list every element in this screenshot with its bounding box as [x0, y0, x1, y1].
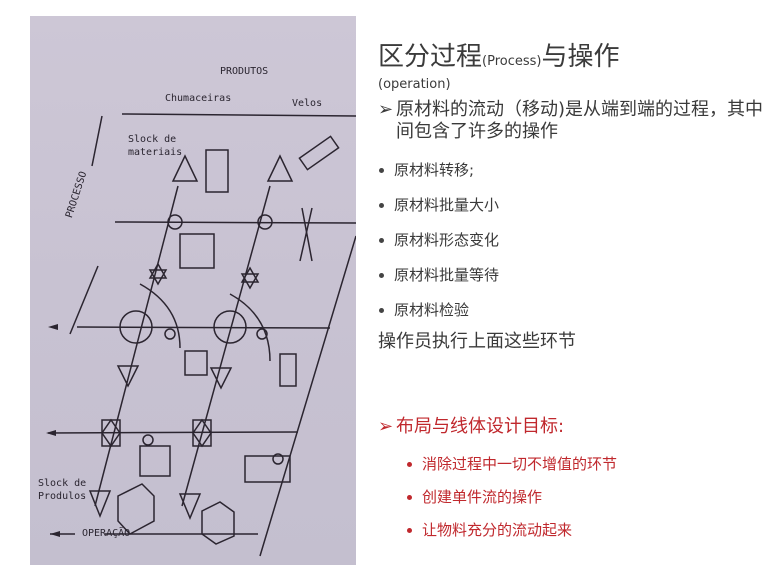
- bullet-dot-icon: [379, 308, 384, 313]
- title-operation-en: (operation): [378, 77, 451, 92]
- material-flow-bullets: 原材料转移; 原材料批量大小 原材料形态变化 原材料批量等待 原材料检验: [378, 153, 768, 328]
- figure-operation-axis-label: OPERAÇÃO: [82, 528, 131, 539]
- list-item-text: 原材料转移;: [394, 161, 475, 179]
- figure-stock-products-line1: Slock de: [38, 478, 87, 489]
- title-process-en: (Process): [482, 54, 542, 69]
- design-goals-list: 消除过程中一切不增值的环节 创建单件流的操作 让物料充分的流动起来: [406, 448, 768, 547]
- arrow-bullet-icon: ➢: [378, 416, 394, 437]
- list-item: 原材料批量等待: [378, 258, 768, 293]
- list-item: 原材料检验: [378, 293, 768, 328]
- figure-column-chumaceiras: Chumaceiras: [165, 93, 232, 104]
- slide-title: 区分过程(Process)与操作: [378, 40, 768, 79]
- list-item-text: 原材料检验: [394, 301, 470, 319]
- list-item: 原材料批量大小: [378, 188, 768, 223]
- arrow-bullet-icon: ➢: [378, 99, 394, 120]
- figure-stock-materials-line1: Slock de: [128, 134, 177, 145]
- list-item: 让物料充分的流动起来: [406, 514, 768, 547]
- slide-text-column: 区分过程(Process)与操作 (operation) ➢ 原材料的流动（移动…: [378, 40, 768, 547]
- figure-header-produtos: PRODUTOS: [220, 66, 269, 77]
- goal-heading-text: 布局与线体设计目标:: [396, 416, 565, 437]
- bullet-dot-icon: [407, 462, 412, 467]
- list-item: 创建单件流的操作: [406, 481, 768, 514]
- bullet-dot-icon: [407, 495, 412, 500]
- flow-description: ➢ 原材料的流动（移动)是从端到端的过程，其中间包含了许多的操作: [378, 99, 768, 143]
- list-item-text: 原材料批量大小: [394, 196, 500, 214]
- process-operation-diagram-photo: PRODUTOS Chumaceiras Velos Slock de mate…: [30, 16, 356, 565]
- list-item-text: 消除过程中一切不增值的环节: [422, 455, 618, 473]
- flow-description-text: 原材料的流动（移动)是从端到端的过程，其中间包含了许多的操作: [396, 99, 764, 142]
- bullet-dot-icon: [379, 238, 384, 243]
- figure-column-velos: Velos: [292, 98, 323, 109]
- bullet-dot-icon: [379, 273, 384, 278]
- bullet-dot-icon: [379, 168, 384, 173]
- list-item-text: 创建单件流的操作: [422, 488, 543, 506]
- operator-statement: 操作员执行上面这些环节: [378, 331, 576, 352]
- list-item: 消除过程中一切不增值的环节: [406, 448, 768, 481]
- list-item-text: 原材料形态变化: [394, 231, 500, 249]
- bullet-dot-icon: [407, 528, 412, 533]
- list-item-text: 原材料批量等待: [394, 266, 500, 284]
- goal-heading: ➢ 布局与线体设计目标:: [378, 416, 768, 438]
- figure-stock-materials-line2: materiais: [128, 147, 183, 158]
- title-part2: 与操作: [541, 42, 620, 72]
- list-item: 原材料转移;: [378, 153, 768, 188]
- diagram-drawing: [46, 113, 356, 557]
- figure-stock-products-line2: Produlos: [38, 491, 87, 502]
- title-part1: 区分过程: [378, 42, 483, 72]
- bullet-dot-icon: [379, 203, 384, 208]
- list-item: 原材料形态变化: [378, 223, 768, 258]
- list-item-text: 让物料充分的流动起来: [422, 521, 573, 539]
